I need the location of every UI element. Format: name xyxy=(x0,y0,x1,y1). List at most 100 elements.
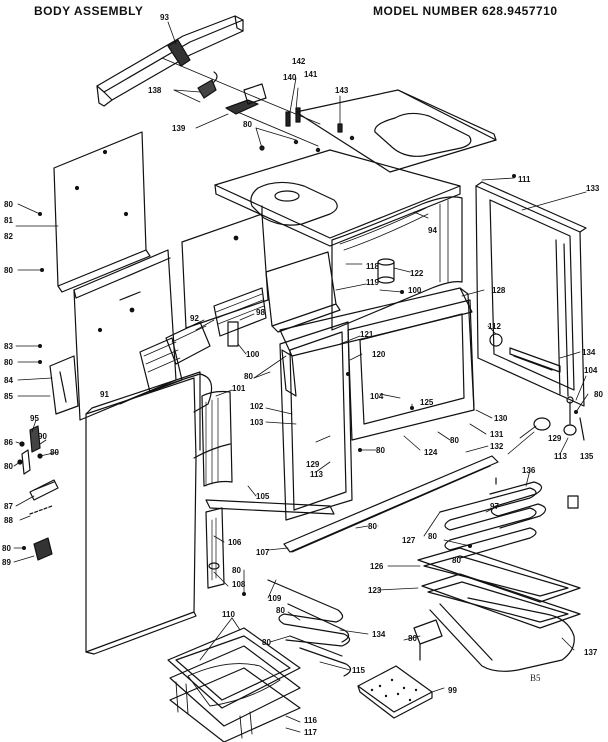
callout-98: 98 xyxy=(256,308,265,317)
kick-plate xyxy=(284,456,498,552)
floor-bracket xyxy=(414,620,442,660)
callout-99: 99 xyxy=(448,686,457,695)
callout-120: 120 xyxy=(372,350,386,359)
callout-87: 87 xyxy=(4,502,13,511)
callout-80: 80 xyxy=(594,390,603,399)
callout-122: 122 xyxy=(410,269,424,278)
cooktop-main-panel xyxy=(215,150,460,246)
callout-80: 80 xyxy=(452,556,461,565)
inner-rear-wall xyxy=(182,206,268,328)
callout-80: 80 xyxy=(368,522,377,531)
callout-100: 100 xyxy=(246,350,260,359)
callout-83: 83 xyxy=(4,342,13,351)
callout-97: 97 xyxy=(490,502,499,511)
callout-134: 134 xyxy=(372,630,386,639)
clip-hardware xyxy=(259,108,355,153)
vent-cylinder xyxy=(378,259,394,283)
callout-84: 84 xyxy=(4,376,13,385)
callout-93: 93 xyxy=(160,13,169,22)
callout-100: 100 xyxy=(408,286,422,295)
callout-80: 80 xyxy=(2,544,11,553)
callout-143: 143 xyxy=(335,86,349,95)
callout-80: 80 xyxy=(244,372,253,381)
callout-128: 128 xyxy=(492,286,506,295)
page-mark: B5 xyxy=(530,673,541,683)
callout-112: 112 xyxy=(488,322,501,331)
callout-95: 95 xyxy=(30,414,39,423)
oven-racks xyxy=(168,628,300,742)
hinge-138 xyxy=(198,72,217,98)
oven-top-insulation xyxy=(266,252,340,332)
small-hardware-left xyxy=(17,426,58,560)
terminal-block-right xyxy=(534,396,584,440)
callout-80: 80 xyxy=(376,446,385,455)
callout-133: 133 xyxy=(586,184,600,193)
callout-127: 127 xyxy=(402,536,416,545)
callout-126: 126 xyxy=(370,562,384,571)
model-number: MODEL NUMBER 628.9457710 xyxy=(373,4,558,18)
right-side-panel xyxy=(476,182,586,406)
left-side-panel xyxy=(74,250,176,420)
callout-80: 80 xyxy=(4,462,13,471)
screws xyxy=(22,174,578,596)
callout-110: 110 xyxy=(222,610,235,619)
callout-125: 125 xyxy=(420,398,434,407)
callout-80: 80 xyxy=(428,532,437,541)
callout-132: 132 xyxy=(490,442,504,451)
callout-108: 108 xyxy=(232,580,246,589)
callout-80: 80 xyxy=(408,634,417,643)
leader-lines xyxy=(14,22,588,732)
callout-129: 129 xyxy=(548,434,562,443)
top-panel-rear xyxy=(296,90,496,172)
callout-135: 135 xyxy=(580,452,594,461)
callout-90: 90 xyxy=(38,432,47,441)
callout-80: 80 xyxy=(243,120,252,129)
callout-134: 134 xyxy=(582,348,596,357)
callout-81: 81 xyxy=(4,216,13,225)
callout-101: 101 xyxy=(232,384,246,393)
callout-130: 130 xyxy=(494,414,508,423)
oven-door-panel xyxy=(86,372,230,654)
callout-140: 140 xyxy=(283,73,297,82)
callout-119: 119 xyxy=(366,278,379,287)
callout-80: 80 xyxy=(450,436,459,445)
broil-element xyxy=(440,478,578,558)
callout-141: 141 xyxy=(304,70,318,79)
rear-panel xyxy=(54,132,150,292)
callout-138: 138 xyxy=(148,86,162,95)
bracket-139 xyxy=(226,84,266,114)
callout-113: 113 xyxy=(554,452,567,461)
callout-124: 124 xyxy=(424,448,438,457)
callout-91: 91 xyxy=(100,390,109,399)
oven-wrap-118 xyxy=(332,197,462,330)
callout-88: 88 xyxy=(4,516,13,525)
callout-116: 116 xyxy=(304,716,317,725)
rear-top-rail xyxy=(97,16,243,106)
callout-129: 129 xyxy=(306,460,320,469)
callout-86: 86 xyxy=(4,438,13,447)
callout-80: 80 xyxy=(4,200,13,209)
side-bracket-84 xyxy=(50,356,78,414)
callout-105: 105 xyxy=(256,492,270,501)
callout-104: 104 xyxy=(370,392,384,401)
callout-118: 118 xyxy=(366,262,379,271)
callout-103: 103 xyxy=(250,418,264,427)
insulation-98 xyxy=(214,288,266,346)
callout-121: 121 xyxy=(360,330,374,339)
bake-element-137 xyxy=(430,598,574,671)
callout-94: 94 xyxy=(428,226,437,235)
callout-102: 102 xyxy=(250,402,264,411)
callout-139: 139 xyxy=(172,124,186,133)
callout-80: 80 xyxy=(4,358,13,367)
lower-side-rail xyxy=(206,500,334,588)
diagram-title: BODY ASSEMBLY xyxy=(34,4,144,18)
callout-92: 92 xyxy=(190,314,199,323)
callout-123: 123 xyxy=(368,586,382,595)
callout-85: 85 xyxy=(4,392,13,401)
callout-89: 89 xyxy=(2,558,11,567)
callout-106: 106 xyxy=(228,538,242,547)
door-rib-101 xyxy=(202,392,232,487)
callout-136: 136 xyxy=(522,466,536,475)
